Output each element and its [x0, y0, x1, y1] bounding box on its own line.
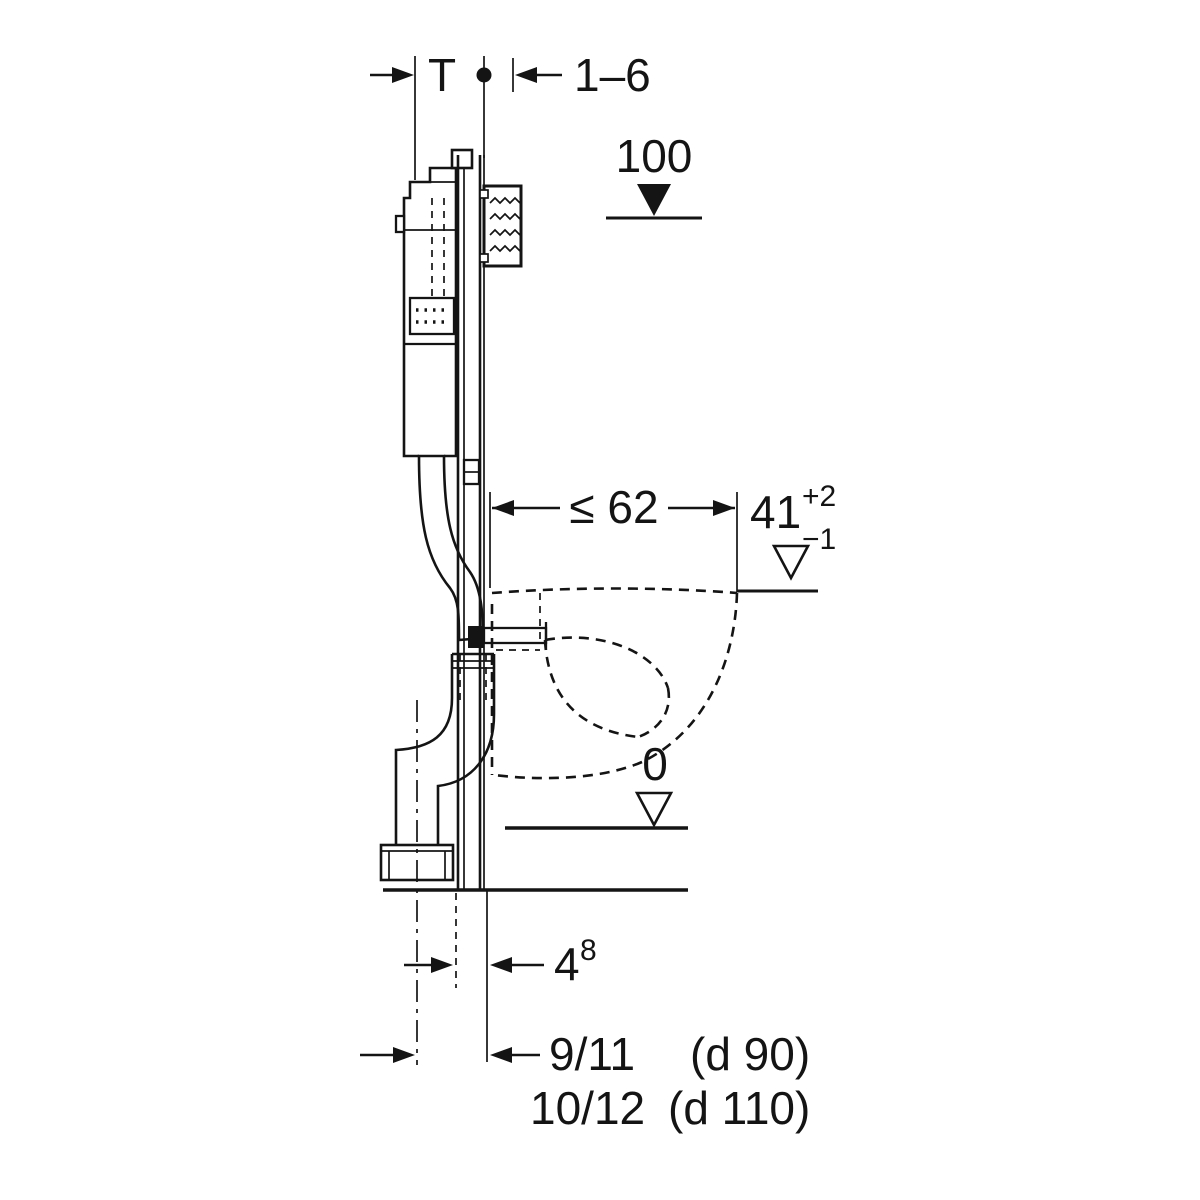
label-height-41-sup: +2 [802, 480, 836, 513]
box-tab-top [479, 189, 489, 199]
label-width-max: ≤ 62 [569, 481, 658, 533]
label-drain-1012: 10/12 [530, 1082, 645, 1134]
label-offset-4: 4 [554, 938, 580, 990]
label-drain-911: 9/11 [549, 1028, 635, 1080]
dimension-top-1-6: 1–6 [476, 49, 651, 158]
reference-dot-icon [476, 67, 492, 83]
label-range-1-6: 1–6 [574, 49, 651, 101]
arrow-right-icon [713, 500, 735, 516]
level-triangle-filled-icon [637, 184, 671, 216]
fill-valve-bracket [408, 296, 456, 336]
label-height-41: 41 [750, 486, 801, 538]
arrow-left-icon [492, 500, 514, 516]
arrow-right-icon [431, 957, 453, 973]
bend-connector-block [468, 626, 484, 648]
arrow-right-icon [393, 1047, 415, 1063]
dimension-height-41: 41 +2 −1 [737, 480, 836, 593]
frame-rail [450, 148, 485, 890]
extension-lines [416, 700, 488, 1065]
arrow-right-icon [392, 67, 414, 83]
label-t: T [428, 49, 456, 101]
wc-pan-outline [490, 587, 739, 780]
dimension-width-62: ≤ 62 [489, 481, 738, 592]
level-marker-0: 0 [505, 738, 688, 830]
label-level-100: 100 [616, 130, 693, 182]
level-triangle-open-icon [634, 791, 674, 828]
label-level-0: 0 [642, 738, 668, 790]
level-marker-100: 100 [606, 130, 702, 220]
water-supply-stub [394, 214, 406, 234]
label-drain-d110: (d 110) [668, 1082, 810, 1134]
drain-pipe [379, 652, 496, 882]
label-offset-4-sup: 8 [580, 934, 597, 967]
dimension-offset-4: 4 8 [404, 934, 597, 990]
label-drain-d90: (d 90) [690, 1028, 810, 1080]
arrow-left-icon [490, 1047, 512, 1063]
dimension-drain-offset: 9/11 (d 90) 10/12 (d 110) [360, 1028, 810, 1134]
arrow-left-icon [490, 957, 512, 973]
dimension-top-t: T [370, 49, 456, 180]
rail-top-cap [450, 148, 474, 170]
cistern [394, 166, 458, 458]
protection-box [479, 184, 523, 268]
label-height-41-sub: −1 [802, 523, 836, 556]
arrow-left-icon [515, 67, 537, 83]
level-triangle-open-icon [771, 544, 811, 581]
box-tab-bottom [479, 253, 489, 263]
